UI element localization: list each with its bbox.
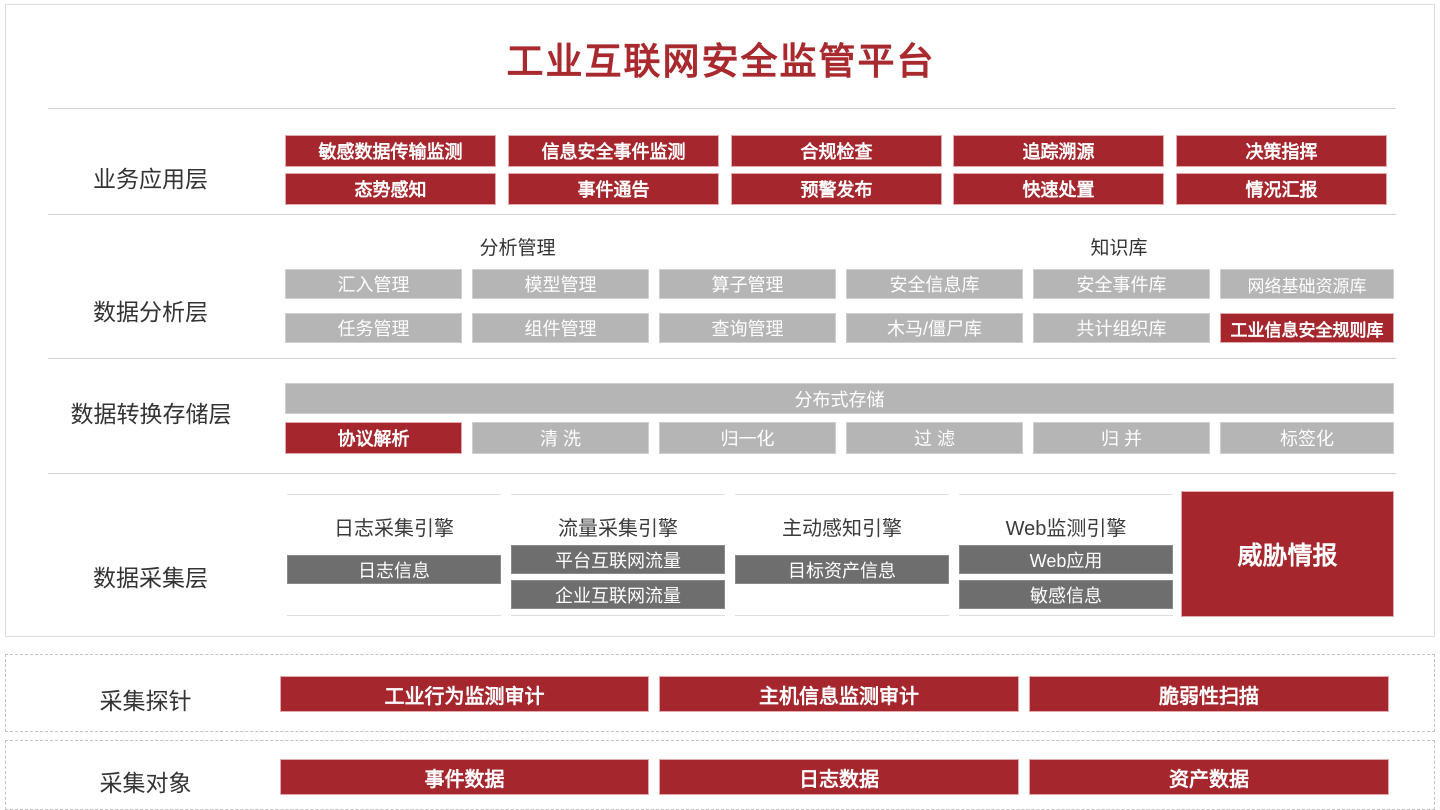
analysis-item-security-event-base[interactable]: 安全事件库 — [1033, 269, 1210, 299]
collection-engine-name-traffic: 流量采集引擎 — [558, 518, 678, 540]
probe-item-vulnerability-scan[interactable]: 脆弱性扫描 — [1029, 676, 1389, 712]
engine-rule-top — [287, 494, 501, 495]
business-item-decision-command[interactable]: 决策指挥 — [1176, 135, 1387, 167]
collection-item-enterprise-internet-traffic[interactable]: 企业互联网流量 — [511, 580, 725, 609]
layer-label-probe: 采集探针 — [99, 688, 192, 714]
separator-business-analysis — [48, 214, 1396, 215]
engine-rule-bottom — [735, 615, 949, 616]
separator-storage-collection — [48, 473, 1396, 474]
collection-engine-active-sensing: 主动感知引擎 目标资产信息 — [735, 494, 949, 616]
layer-label-storage: 数据转换存储层 — [70, 401, 232, 427]
separator-analysis-storage — [48, 358, 1396, 359]
business-item-sensitive-data-transfer-monitoring[interactable]: 敏感数据传输监测 — [285, 135, 496, 167]
engine-rule-bottom — [511, 615, 725, 616]
collection-item-web-application[interactable]: Web应用 — [959, 545, 1173, 574]
analysis-item-joint-org-base[interactable]: 共计组织库 — [1033, 313, 1210, 343]
analysis-item-operator-management[interactable]: 算子管理 — [659, 269, 836, 299]
layer-label-analysis: 数据分析层 — [93, 299, 208, 325]
collection-engine-name-log: 日志采集引擎 — [334, 518, 454, 540]
collection-engine-name-active-sensing: 主动感知引擎 — [782, 518, 902, 540]
storage-item-normalization[interactable]: 归一化 — [659, 422, 836, 454]
engine-rule-bottom — [287, 615, 501, 616]
probe-item-industrial-behavior-audit[interactable]: 工业行为监测审计 — [280, 676, 649, 712]
probe-panel: 采集探针 工业行为监测审计 主机信息监测审计 脆弱性扫描 — [5, 654, 1435, 732]
analysis-item-import-management[interactable]: 汇入管理 — [285, 269, 462, 299]
analysis-group-title-analysis-management: 分析管理 — [479, 238, 556, 259]
engine-rule-top — [735, 494, 949, 495]
collection-item-sensitive-info[interactable]: 敏感信息 — [959, 580, 1173, 609]
storage-banner-distributed-storage[interactable]: 分布式存储 — [285, 383, 1394, 414]
business-item-situation-report[interactable]: 情况汇报 — [1176, 173, 1387, 205]
layer-label-collection: 数据采集层 — [93, 565, 208, 591]
target-item-log-data[interactable]: 日志数据 — [659, 759, 1019, 795]
analysis-group-title-knowledge-base: 知识库 — [1090, 238, 1148, 259]
business-item-infosec-event-monitoring[interactable]: 信息安全事件监测 — [508, 135, 719, 167]
collection-item-target-asset-info[interactable]: 目标资产信息 — [735, 555, 949, 584]
probe-item-host-info-audit[interactable]: 主机信息监测审计 — [659, 676, 1019, 712]
analysis-item-industrial-infosec-rule-base[interactable]: 工业信息安全规则库 — [1220, 313, 1394, 343]
collection-engine-name-web: Web监测引擎 — [1005, 518, 1127, 540]
business-item-trace-source[interactable]: 追踪溯源 — [953, 135, 1164, 167]
storage-item-filtering[interactable]: 过 滤 — [846, 422, 1023, 454]
collection-item-platform-internet-traffic[interactable]: 平台互联网流量 — [511, 545, 725, 574]
layer-label-business: 业务应用层 — [93, 166, 208, 192]
collection-item-log-info[interactable]: 日志信息 — [287, 555, 501, 584]
analysis-item-network-resource-base[interactable]: 网络基础资源库 — [1220, 269, 1394, 299]
collection-engine-log: 日志采集引擎 日志信息 — [287, 494, 501, 616]
business-item-event-notification[interactable]: 事件通告 — [508, 173, 719, 205]
analysis-item-model-management[interactable]: 模型管理 — [472, 269, 649, 299]
engine-rule-top — [959, 494, 1173, 495]
main-architecture-panel: 工业互联网安全监管平台 业务应用层 敏感数据传输监测 信息安全事件监测 合规检查… — [5, 4, 1435, 637]
analysis-item-task-management[interactable]: 任务管理 — [285, 313, 462, 343]
target-panel: 采集对象 事件数据 日志数据 资产数据 — [5, 740, 1435, 810]
storage-item-merging[interactable]: 归 并 — [1033, 422, 1210, 454]
collection-threat-intelligence[interactable]: 威胁情报 — [1181, 491, 1394, 617]
separator-top — [48, 108, 1396, 109]
collection-engine-traffic: 流量采集引擎 平台互联网流量 企业互联网流量 — [511, 494, 725, 616]
storage-item-tagging[interactable]: 标签化 — [1220, 422, 1394, 454]
business-item-rapid-disposal[interactable]: 快速处置 — [953, 173, 1164, 205]
business-item-warning-release[interactable]: 预警发布 — [731, 173, 942, 205]
analysis-item-trojan-botnet-base[interactable]: 木马/僵尸库 — [846, 313, 1023, 343]
analysis-item-query-management[interactable]: 查询管理 — [659, 313, 836, 343]
page-title: 工业互联网安全监管平台 — [506, 41, 936, 82]
engine-rule-bottom — [959, 615, 1173, 616]
layer-label-target: 采集对象 — [99, 770, 192, 796]
engine-rule-top — [511, 494, 725, 495]
storage-item-cleaning[interactable]: 清 洗 — [472, 422, 649, 454]
analysis-item-component-management[interactable]: 组件管理 — [472, 313, 649, 343]
target-item-asset-data[interactable]: 资产数据 — [1029, 759, 1389, 795]
business-item-situational-awareness[interactable]: 态势感知 — [285, 173, 496, 205]
collection-engine-web: Web监测引擎 Web应用 敏感信息 — [959, 494, 1173, 616]
analysis-item-security-info-base[interactable]: 安全信息库 — [846, 269, 1023, 299]
business-item-compliance-check[interactable]: 合规检查 — [731, 135, 942, 167]
storage-item-protocol-parsing[interactable]: 协议解析 — [285, 422, 462, 454]
target-item-event-data[interactable]: 事件数据 — [280, 759, 649, 795]
